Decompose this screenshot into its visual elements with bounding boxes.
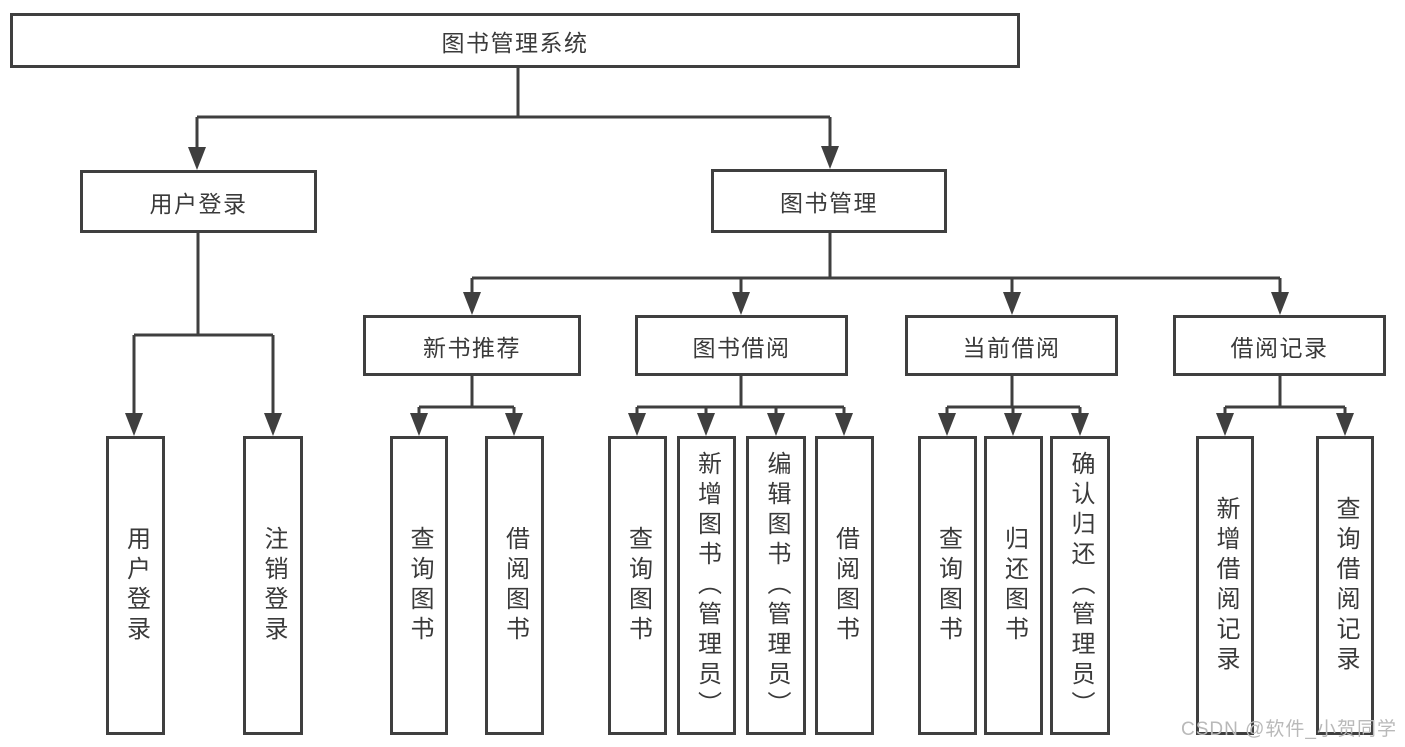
node-label: 注销登录: [260, 525, 287, 646]
node-label: 新增借阅记录: [1212, 495, 1239, 676]
node-label: 用户登录: [149, 190, 248, 217]
node-label: 借阅图书: [831, 525, 859, 646]
node-label: 当前借阅: [962, 334, 1061, 361]
node-label: 确认归还（管理员）: [1067, 450, 1094, 721]
node-leaf-return-books: 归还图书: [984, 436, 1043, 735]
node-label: 图书借阅: [692, 334, 791, 361]
node-book-management: 图书管理: [711, 169, 947, 233]
node-leaf-user-login: 用户登录: [106, 436, 165, 735]
node-leaf-borrow-books-2: 借阅图书: [815, 436, 874, 735]
node-label: 编辑图书（管理员）: [763, 450, 790, 721]
node-leaf-query-books-1: 查询图书: [390, 436, 448, 735]
node-book-borrowing: 图书借阅: [635, 315, 848, 376]
node-leaf-query-books-3: 查询图书: [918, 436, 977, 735]
node-leaf-edit-book-admin: 编辑图书（管理员）: [746, 436, 806, 735]
node-label: 新增图书（管理员）: [693, 450, 721, 721]
node-label: 图书管理: [780, 190, 878, 216]
node-leaf-logout: 注销登录: [243, 436, 303, 735]
node-user-login: 用户登录: [80, 170, 317, 233]
node-leaf-query-books-2: 查询图书: [608, 436, 667, 735]
node-root: 图书管理系统: [10, 13, 1020, 68]
node-label: 借阅图书: [501, 525, 529, 646]
node-label: 查询借阅记录: [1332, 495, 1359, 676]
node-label: 借阅记录: [1230, 334, 1329, 361]
node-label: 图书管理系统: [441, 29, 589, 56]
node-label: 查询图书: [624, 525, 652, 646]
node-label: 查询图书: [406, 525, 433, 646]
node-leaf-add-borrow-record: 新增借阅记录: [1196, 436, 1254, 735]
node-leaf-confirm-return-admin: 确认归还（管理员）: [1050, 436, 1110, 735]
node-current-borrowing: 当前借阅: [905, 315, 1118, 376]
node-label: 新书推荐: [423, 334, 521, 361]
node-new-book-recommend: 新书推荐: [363, 315, 581, 376]
node-label: 归还图书: [1000, 525, 1028, 646]
node-leaf-add-book-admin: 新增图书（管理员）: [677, 436, 736, 735]
node-label: 查询图书: [934, 525, 962, 646]
node-label: 用户登录: [122, 525, 150, 646]
node-leaf-borrow-books-1: 借阅图书: [485, 436, 544, 735]
node-leaf-query-borrow-record: 查询借阅记录: [1316, 436, 1374, 735]
node-borrowing-records: 借阅记录: [1173, 315, 1386, 376]
watermark: CSDN @软件_小贺同学: [1181, 719, 1397, 740]
